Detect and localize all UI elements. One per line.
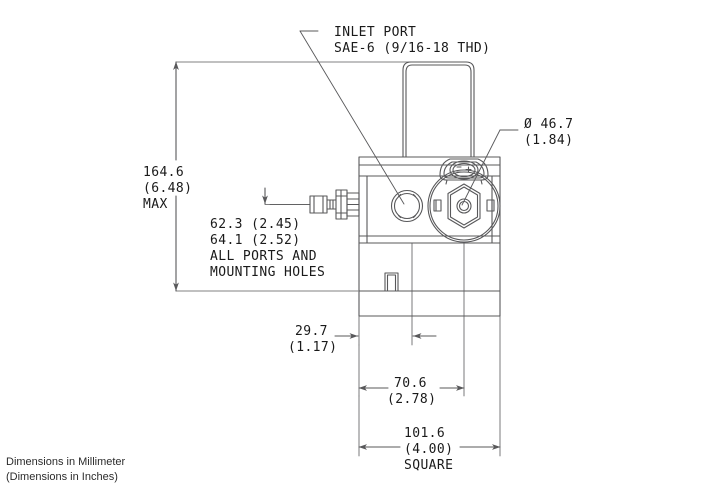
adjustment-cartridge xyxy=(269,189,360,220)
label-port-center: 70.6 (2.78) xyxy=(387,376,436,407)
ports-note-line3: ALL PORTS AND xyxy=(210,249,317,264)
label-overall-height: 164.6 (6.48) MAX xyxy=(143,165,192,212)
label-ports-note: 62.3 (2.45) 64.1 (2.52) ALL PORTS AND MO… xyxy=(210,217,325,280)
ports-note-line2: 64.1 (2.52) xyxy=(210,233,301,248)
upper-body-block xyxy=(358,156,501,244)
offset-left-line2: (1.17) xyxy=(288,340,337,355)
flange-dia-line2: (1.84) xyxy=(524,133,573,148)
outlet-flange-circle xyxy=(427,169,501,243)
dimension-offset-left xyxy=(334,242,437,346)
overall-height-line1: 164.6 xyxy=(143,165,184,180)
inlet-port-line1: INLET PORT xyxy=(334,25,416,40)
leader-flange-diameter xyxy=(461,129,519,206)
inlet-port-line2: SAE-6 (9/16-18 THD) xyxy=(334,41,490,56)
lower-body-block xyxy=(358,242,501,317)
inlet-port-circle xyxy=(390,189,424,223)
label-flange-diameter: Ø 46.7 (1.84) xyxy=(524,117,573,148)
port-center-line2: (2.78) xyxy=(387,392,436,407)
dimension-body-width xyxy=(358,315,501,457)
dimension-overall-height xyxy=(173,61,421,292)
dimension-port-height-marker xyxy=(262,187,311,205)
units-note: Dimensions in Millimeter (Dimensions in … xyxy=(6,455,125,485)
label-inlet-port: INLET PORT SAE-6 (9/16-18 THD) xyxy=(334,25,490,56)
units-note-line1: Dimensions in Millimeter xyxy=(6,456,126,468)
ports-note-line4: MOUNTING HOLES xyxy=(210,265,325,280)
label-body-width: 101.6 (4.00) SQUARE xyxy=(404,426,453,473)
label-offset-left: 29.7 (1.17) xyxy=(288,324,337,355)
flange-dia-line1: Ø 46.7 xyxy=(524,117,573,132)
units-note-line2: (Dimensions in Inches) xyxy=(6,471,118,483)
overall-height-line3: MAX xyxy=(143,197,168,212)
leader-inlet-port xyxy=(299,30,405,205)
ports-note-line1: 62.3 (2.45) xyxy=(210,217,301,232)
body-width-line3: SQUARE xyxy=(404,458,453,473)
overall-height-line2: (6.48) xyxy=(143,181,192,196)
body-width-line1: 101.6 xyxy=(404,426,445,441)
dimension-port-center xyxy=(358,242,465,397)
electrical-connector xyxy=(439,158,489,185)
body-width-line2: (4.00) xyxy=(404,442,453,457)
port-center-line1: 70.6 xyxy=(394,376,427,391)
offset-left-line1: 29.7 xyxy=(295,324,328,339)
solenoid-coil xyxy=(402,61,475,158)
